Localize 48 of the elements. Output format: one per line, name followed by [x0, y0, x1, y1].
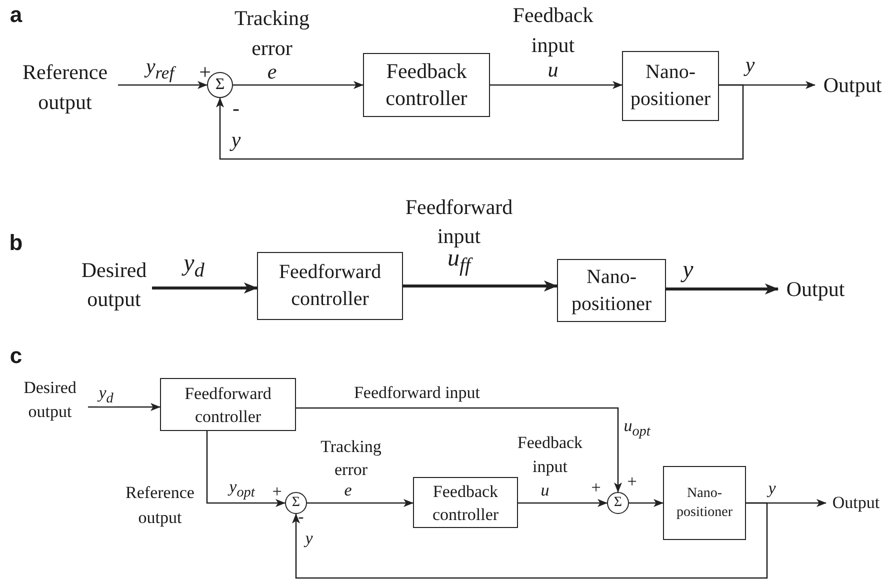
- summing-junction: [607, 492, 629, 514]
- arrow: [233, 81, 364, 89]
- block-label: Nano- positioner: [570, 264, 652, 316]
- block-label: Feedforward controller: [278, 260, 382, 312]
- panel-letter: c: [8, 343, 24, 369]
- block-box: [363, 53, 490, 117]
- block-label: Feedforward controller: [184, 382, 272, 428]
- arrow: [490, 81, 622, 89]
- block-box: [257, 252, 403, 320]
- signal-label: Reference output: [12, 57, 118, 117]
- block-label: Feedback controller: [431, 480, 500, 526]
- block-box: [663, 466, 746, 540]
- signal-label: Reference output: [124, 482, 196, 529]
- sign-label: +: [590, 477, 602, 499]
- signal-label: Desired output: [12, 376, 88, 424]
- arrow: [403, 280, 558, 292]
- block-label: Nano- positioner: [676, 485, 734, 522]
- sign-label: -: [232, 95, 240, 122]
- arrow: [152, 282, 258, 294]
- panel-letter: b: [8, 230, 24, 256]
- summing-junction: [285, 492, 307, 514]
- sigma-symbol: Σ: [215, 75, 225, 95]
- block-box: [160, 378, 296, 431]
- sign-label: +: [271, 481, 283, 503]
- signal-label: Feedforward input: [352, 382, 482, 404]
- arrow: [296, 407, 622, 492]
- signal-label: Output: [815, 70, 890, 100]
- block-box: [413, 477, 518, 528]
- arrow: [666, 284, 779, 294]
- panel-letter: a: [8, 2, 24, 28]
- sigma-symbol: Σ: [614, 494, 622, 512]
- block-label: Nano- positioner: [630, 60, 712, 112]
- block-box: [557, 259, 666, 322]
- signal-label: Desired output: [76, 256, 152, 314]
- arrow: [88, 403, 160, 411]
- sign-label: +: [198, 59, 212, 86]
- signal-label: Output: [826, 490, 886, 516]
- sign-label: +: [626, 471, 638, 493]
- arrow: [307, 499, 414, 507]
- arrow: [216, 84, 744, 160]
- arrow: [518, 499, 608, 507]
- arrow: [629, 499, 664, 507]
- arrow: [206, 431, 286, 507]
- signal-label: Output: [778, 274, 853, 304]
- block-box: [622, 51, 719, 121]
- arrow: [292, 502, 768, 579]
- block-label: Feedback controller: [384, 58, 468, 112]
- arrow: [118, 81, 208, 89]
